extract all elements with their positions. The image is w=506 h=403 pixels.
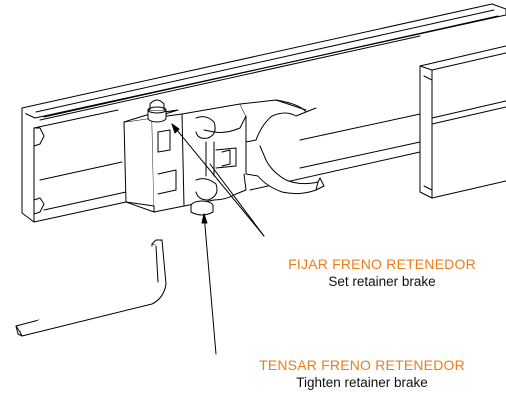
adjustment-pin [147,99,167,123]
brake-clamp-jaws [239,99,325,195]
label-tensar-freno-retenedor: TENSAR FRENO RETENEDOR [259,357,465,373]
allen-key [15,239,167,337]
label-fijar-freno-retenedor: FIJAR FRENO RETENEDOR [288,256,476,272]
callout-set-retainer-brake: FIJAR FRENO RETENEDOR Set retainer brake [258,256,506,290]
tensioning-screw [190,200,214,216]
label-tighten-retainer-brake: Tighten retainer brake [296,375,428,390]
leader-line-tensar [201,213,217,355]
aluminium-rail-profile [21,3,506,223]
leader-line-fijar [171,123,265,237]
retainer-brake-block [123,99,325,216]
label-set-retainer-brake: Set retainer brake [328,274,436,289]
callout-tighten-retainer-brake: TENSAR FRENO RETENEDOR Tighten retainer … [222,357,502,391]
